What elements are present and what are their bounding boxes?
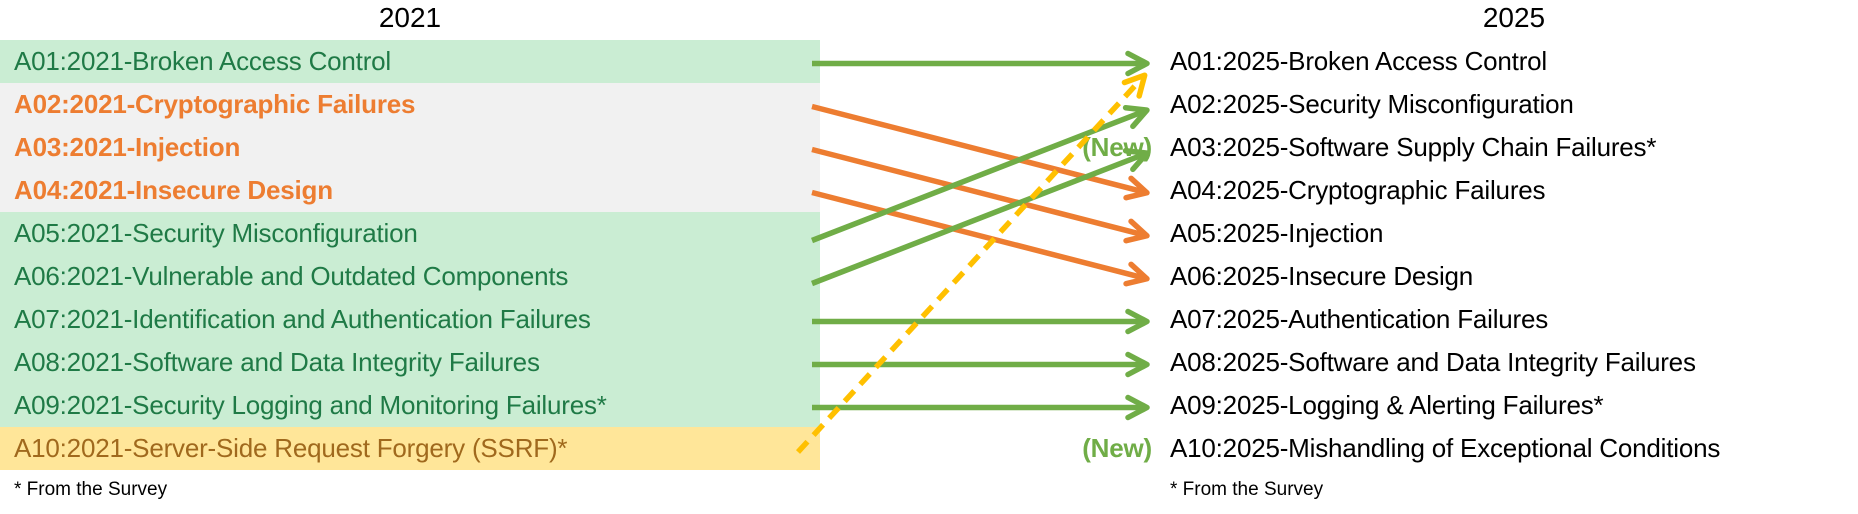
left-row-A02: A02:2021-Cryptographic Failures xyxy=(0,83,820,126)
right-column-header: 2025 xyxy=(1482,2,1546,33)
new-badge-A03: (New) xyxy=(1082,132,1152,162)
right-row-label-A10: A10:2025-Mishandling of Exceptional Cond… xyxy=(1170,433,1721,463)
right-row-A01: A01:2025-Broken Access Control xyxy=(1030,40,1720,83)
right-row-label-A03: A03:2025-Software Supply Chain Failures* xyxy=(1170,132,1657,162)
left-row-A06: A06:2021-Vulnerable and Outdated Compone… xyxy=(0,255,820,298)
right-row-label-A01: A01:2025-Broken Access Control xyxy=(1170,46,1547,76)
right-row-label-A02: A02:2025-Security Misconfiguration xyxy=(1170,89,1574,119)
new-badge-empty-A09 xyxy=(1030,384,1170,427)
right-row-A10: (New) A10:2025-Mishandling of Exceptional… xyxy=(1030,427,1720,470)
new-badge-empty-A07 xyxy=(1030,298,1170,341)
left-row-A07: A07:2021-Identification and Authenticati… xyxy=(0,298,820,341)
left-row-A03: A03:2021-Injection xyxy=(0,126,820,169)
new-badge-empty-A08 xyxy=(1030,341,1170,384)
right-row-A08: A08:2025-Software and Data Integrity Fai… xyxy=(1030,341,1720,384)
right-row-A04: A04:2025-Cryptographic Failures xyxy=(1030,169,1720,212)
new-badge-A10: (New) xyxy=(1082,433,1152,463)
right-row-label-A07: A07:2025-Authentication Failures xyxy=(1170,304,1549,334)
new-badge-empty-A05 xyxy=(1030,212,1170,255)
right-row-label-A06: A06:2025-Insecure Design xyxy=(1170,261,1474,291)
right-row-label-A08: A08:2025-Software and Data Integrity Fai… xyxy=(1170,347,1696,377)
left-column-header: 2021 xyxy=(378,2,442,33)
right-row-label-A09: A09:2025-Logging & Alerting Failures* xyxy=(1170,390,1604,420)
new-badge-empty-A06 xyxy=(1030,255,1170,298)
new-badge-empty-A02 xyxy=(1030,83,1170,126)
left-row-A05: A05:2021-Security Misconfiguration xyxy=(0,212,820,255)
right-row-label-A04: A04:2025-Cryptographic Failures xyxy=(1170,175,1546,205)
right-row-A03: (New) A03:2025-Software Supply Chain Fail… xyxy=(1030,126,1720,169)
left-row-A10: A10:2021-Server-Side Request Forgery (SS… xyxy=(0,427,820,470)
new-badge-empty-A04 xyxy=(1030,169,1170,212)
right-row-label-A05: A05:2025-Injection xyxy=(1170,218,1384,248)
right-row-A02: A02:2025-Security Misconfiguration xyxy=(1030,83,1720,126)
right-row-A07: A07:2025-Authentication Failures xyxy=(1030,298,1720,341)
left-row-A09: A09:2021-Security Logging and Monitoring… xyxy=(0,384,820,427)
right-row-A06: A06:2025-Insecure Design xyxy=(1030,255,1720,298)
right-row-A09: A09:2025-Logging & Alerting Failures* xyxy=(1030,384,1720,427)
left-row-A08: A08:2021-Software and Data Integrity Fai… xyxy=(0,341,820,384)
right-footnote: * From the Survey xyxy=(1170,479,1324,500)
left-row-A04: A04:2021-Insecure Design xyxy=(0,169,820,212)
left-row-A01: A01:2021-Broken Access Control xyxy=(0,40,820,83)
right-row-A05: A05:2025-Injection xyxy=(1030,212,1720,255)
new-badge-empty-A01 xyxy=(1030,40,1170,83)
left-footnote: * From the Survey xyxy=(14,479,168,500)
